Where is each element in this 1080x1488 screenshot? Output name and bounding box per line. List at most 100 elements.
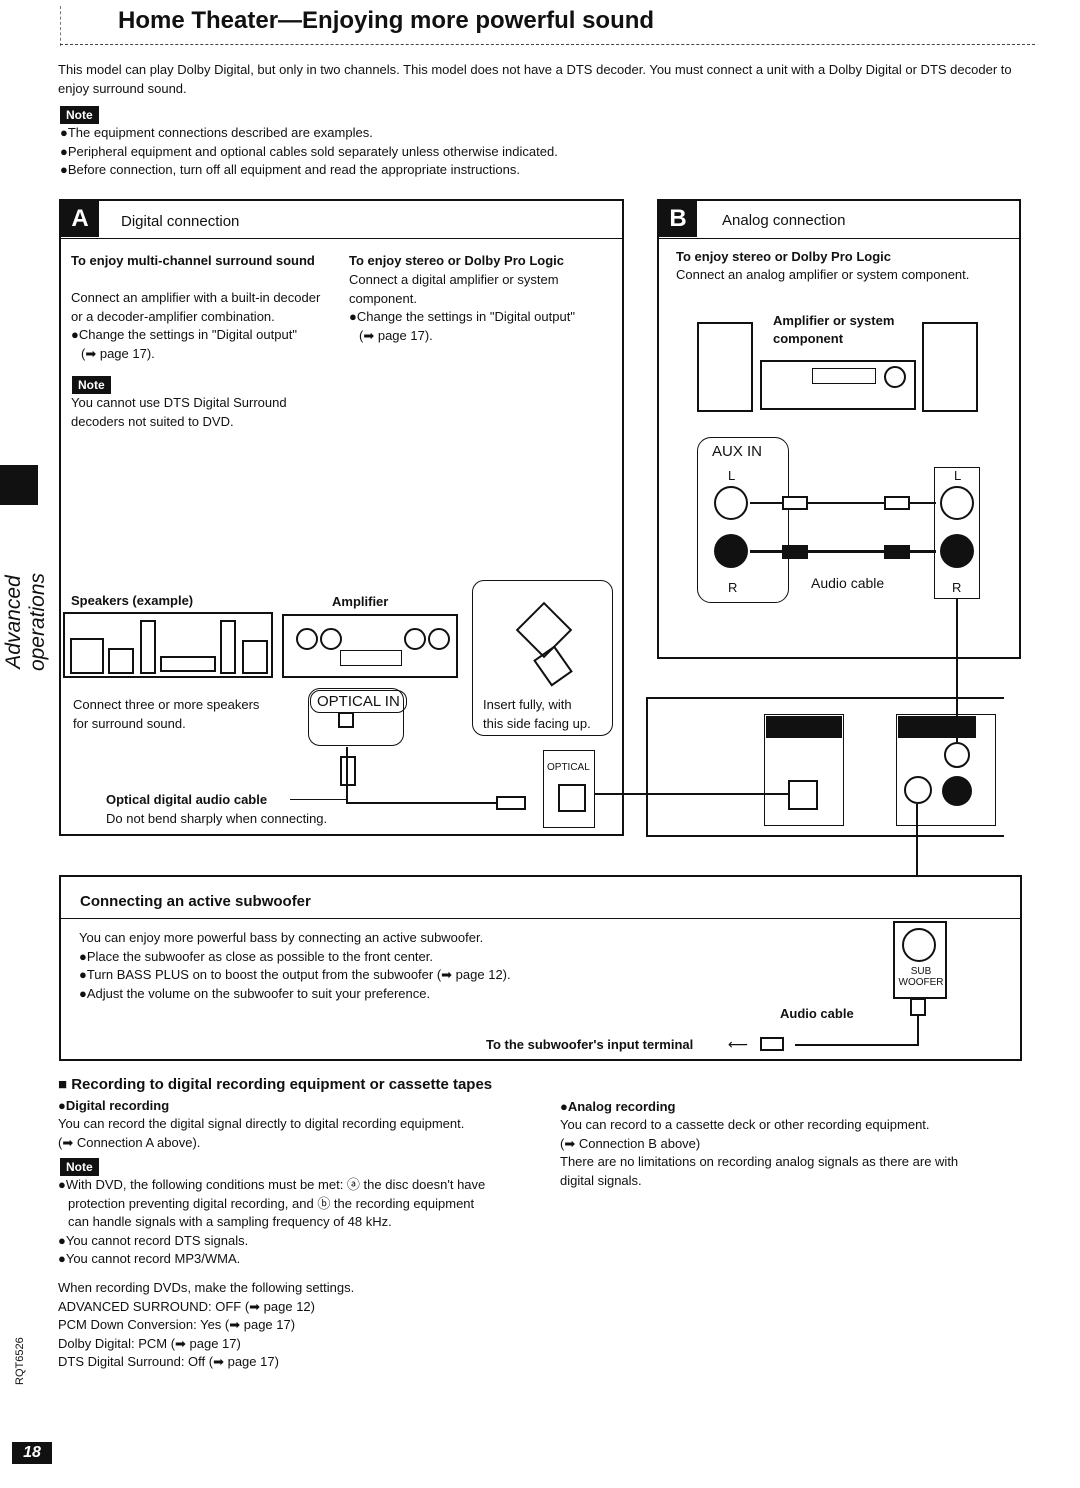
optical-plug-small	[340, 756, 356, 786]
player-digital-out-label	[766, 716, 842, 738]
optical-in-label: OPTICAL IN	[310, 690, 407, 713]
optical-in-jack-box	[308, 688, 404, 746]
speaker-icon	[242, 640, 268, 674]
intro-text: This model can play Dolby Digital, but o…	[58, 62, 1012, 96]
speakers-label: Speakers (example)	[71, 593, 194, 608]
speaker-icon	[220, 620, 236, 674]
audio-cable-label: Audio cable	[811, 575, 885, 591]
optical-cable-caption: Do not bend sharply when connecting.	[106, 811, 328, 826]
arrow-left-icon: ⟵	[728, 1036, 749, 1052]
audio-cable-l	[750, 502, 936, 504]
player-optical-jack-icon	[788, 780, 818, 810]
player-sub-jack-icon	[904, 776, 932, 804]
title-rule	[60, 44, 1035, 45]
rca-plug-icon	[910, 998, 926, 1016]
rca-plug-icon	[884, 496, 910, 510]
subwoofer-jack-icon	[902, 928, 936, 962]
amp-display	[812, 368, 876, 384]
analog-amp-label: Amplifier or system component	[773, 313, 895, 346]
aux-l-jack-icon	[714, 486, 748, 520]
cable-leader	[290, 799, 346, 800]
out-r-label: R	[952, 580, 962, 595]
audio-cable-r	[750, 550, 936, 553]
speaker-icon	[140, 620, 156, 674]
digital-note-text: You cannot use DTS Digital Surround deco…	[71, 395, 287, 429]
digital-header: Digital connection	[121, 213, 240, 230]
player-r-jack-icon	[942, 776, 972, 806]
amp-display	[340, 650, 402, 666]
analog-text: Connect an analog amplifier or system co…	[676, 267, 970, 282]
optical-plug-small	[496, 796, 526, 810]
digital-note-badge: Note	[72, 376, 111, 394]
out-l-jack-icon	[940, 486, 974, 520]
speaker-icon	[108, 648, 134, 674]
aux-in-callout	[697, 437, 789, 603]
player-audio-out-callout	[934, 467, 980, 599]
note-item: ●The equipment connections described are…	[60, 125, 373, 140]
amp-knob-icon	[428, 628, 450, 650]
digital-connection-section	[59, 199, 624, 836]
subwoofer-audio-cable-label: Audio cable	[780, 1006, 854, 1021]
subwoofer-header-bar	[59, 875, 1022, 919]
recording-heading: ■ Recording to digital recording equipme…	[58, 1076, 493, 1093]
digital-col2-text: Connect a digital amplifier or system co…	[349, 272, 575, 343]
rca-plug-icon	[884, 545, 910, 559]
speaker-icon	[922, 322, 978, 412]
rca-plug-icon	[782, 545, 808, 559]
optical-to-player-line	[594, 793, 788, 795]
subwoofer-section	[59, 875, 1022, 1061]
note-item: ●Peripheral equipment and optional cable…	[60, 143, 558, 159]
subwoofer-input-label: To the subwoofer's input terminal	[486, 1037, 694, 1052]
amp-knob-icon	[320, 628, 342, 650]
rca-plug-icon	[760, 1037, 784, 1051]
subwoofer-cable	[917, 1012, 919, 1046]
analog-header: Analog connection	[722, 212, 846, 229]
rca-plug-icon	[782, 496, 808, 510]
optical-jack-icon	[338, 712, 354, 728]
doc-code: RQT6526	[14, 1337, 26, 1385]
note-badge: Note	[60, 106, 99, 124]
page-number: 18	[12, 1442, 52, 1464]
title-left-marks	[60, 6, 63, 46]
speaker-icon	[160, 656, 216, 672]
page-title: Home Theater—Enjoying more powerful soun…	[118, 7, 655, 34]
analog-heading: To enjoy stereo or Dolby Pro Logic	[676, 249, 892, 264]
recording-settings: When recording DVDs, make the following …	[58, 1280, 355, 1369]
analog-recording-title: ●Analog recording	[560, 1099, 676, 1114]
player-rear-panel	[646, 697, 1004, 837]
analog-to-player-line	[956, 599, 958, 742]
digital-recording-title: ●Digital recording	[58, 1098, 170, 1113]
side-tab-marker	[0, 465, 38, 505]
optical-cable	[346, 747, 348, 803]
player-digital-out-area	[764, 714, 844, 826]
analog-connection-section	[657, 199, 1021, 659]
speakers-illustration	[63, 612, 273, 678]
recording-note-badge: Note	[60, 1158, 99, 1176]
player-audio-out-area	[896, 714, 996, 826]
out-l-label: L	[954, 468, 962, 483]
digital-col1-text: Connect an amplifier with a built-in dec…	[71, 290, 321, 361]
player-audio-out-label	[898, 716, 976, 738]
optical-port-box	[543, 750, 595, 828]
side-tab-label: Advanced operations	[2, 572, 49, 672]
optical-port-icon	[558, 784, 586, 812]
insert-caption: Insert fully, with this side facing up.	[483, 697, 591, 731]
speaker-icon	[697, 322, 753, 412]
notes-list: ●The equipment connections described are…	[60, 124, 820, 180]
recording-note-text: ●With DVD, the following conditions must…	[58, 1177, 486, 1266]
note-item: ●Before connection, turn off all equipme…	[60, 162, 521, 177]
section-letter-b: B	[659, 201, 697, 237]
amp-knob-icon	[296, 628, 318, 650]
optical-cable	[346, 802, 496, 804]
analog-recording-text: You can record to a cassette deck or oth…	[560, 1117, 959, 1188]
out-r-jack-icon	[940, 534, 974, 568]
subwoofer-text: You can enjoy more powerful bass by conn…	[79, 930, 511, 1001]
subwoofer-cable	[795, 1044, 919, 1046]
subwoofer-header: Connecting an active subwoofer	[80, 893, 311, 910]
section-letter-a: A	[61, 201, 99, 237]
speakers-caption: Connect three or more speakers for surro…	[73, 697, 260, 731]
aux-r-jack-icon	[714, 534, 748, 568]
amp-knob-icon	[884, 366, 906, 388]
optical-plug-zoom	[472, 580, 613, 736]
amplifier-label: Amplifier	[332, 594, 389, 609]
